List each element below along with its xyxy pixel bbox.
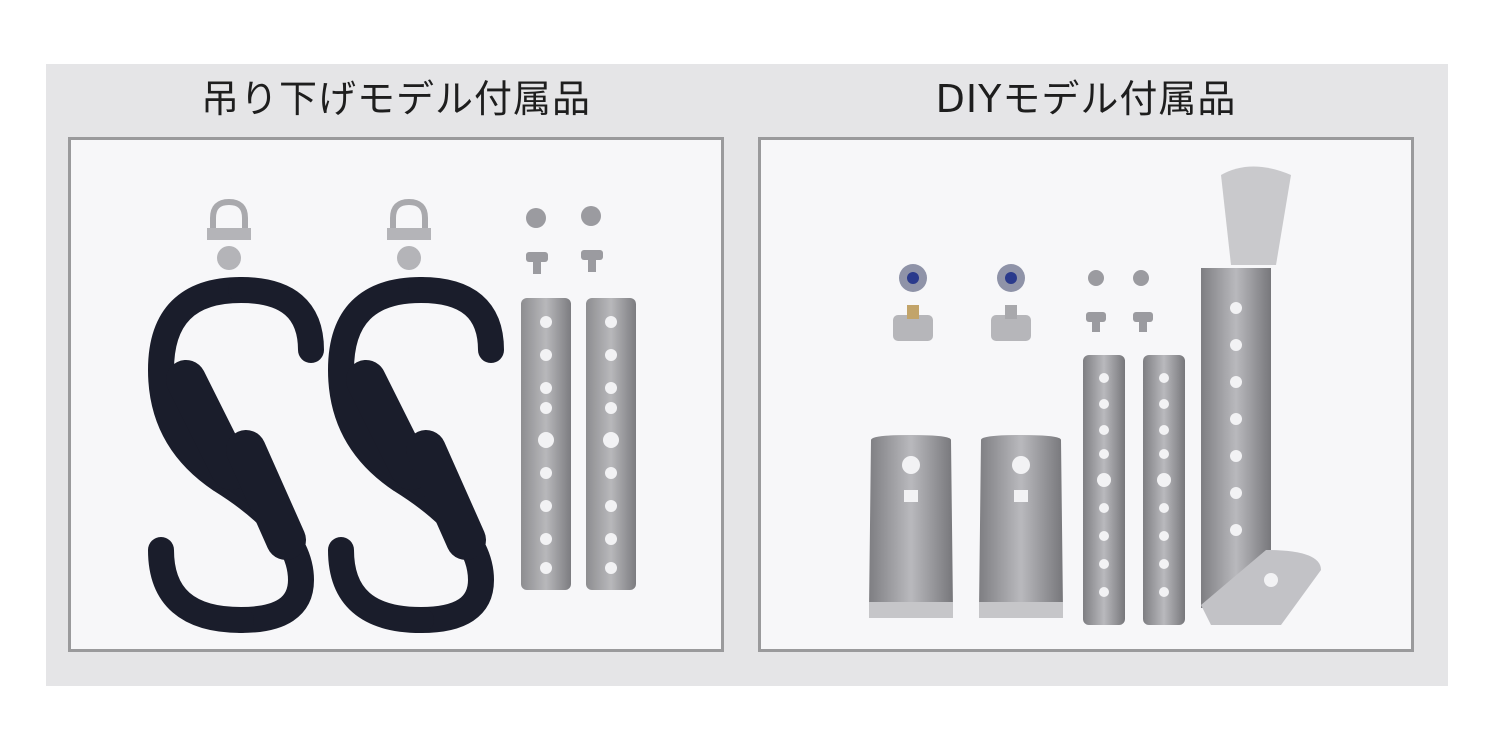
carabiner-left <box>147 277 324 633</box>
channel-bracket <box>1201 166 1321 625</box>
hanging-model-title: 吊り下げモデル付属品 <box>200 77 591 121</box>
diy-accessories-photo <box>758 137 1414 652</box>
perforated-straps <box>521 298 636 590</box>
carabiner-right <box>327 277 504 633</box>
l-brackets <box>869 435 1063 618</box>
d-ring-right <box>387 198 431 270</box>
hanging-accessories-photo <box>68 137 724 652</box>
d-ring-left <box>207 198 251 270</box>
diy-model-title: DIYモデル付属品 <box>935 77 1237 121</box>
